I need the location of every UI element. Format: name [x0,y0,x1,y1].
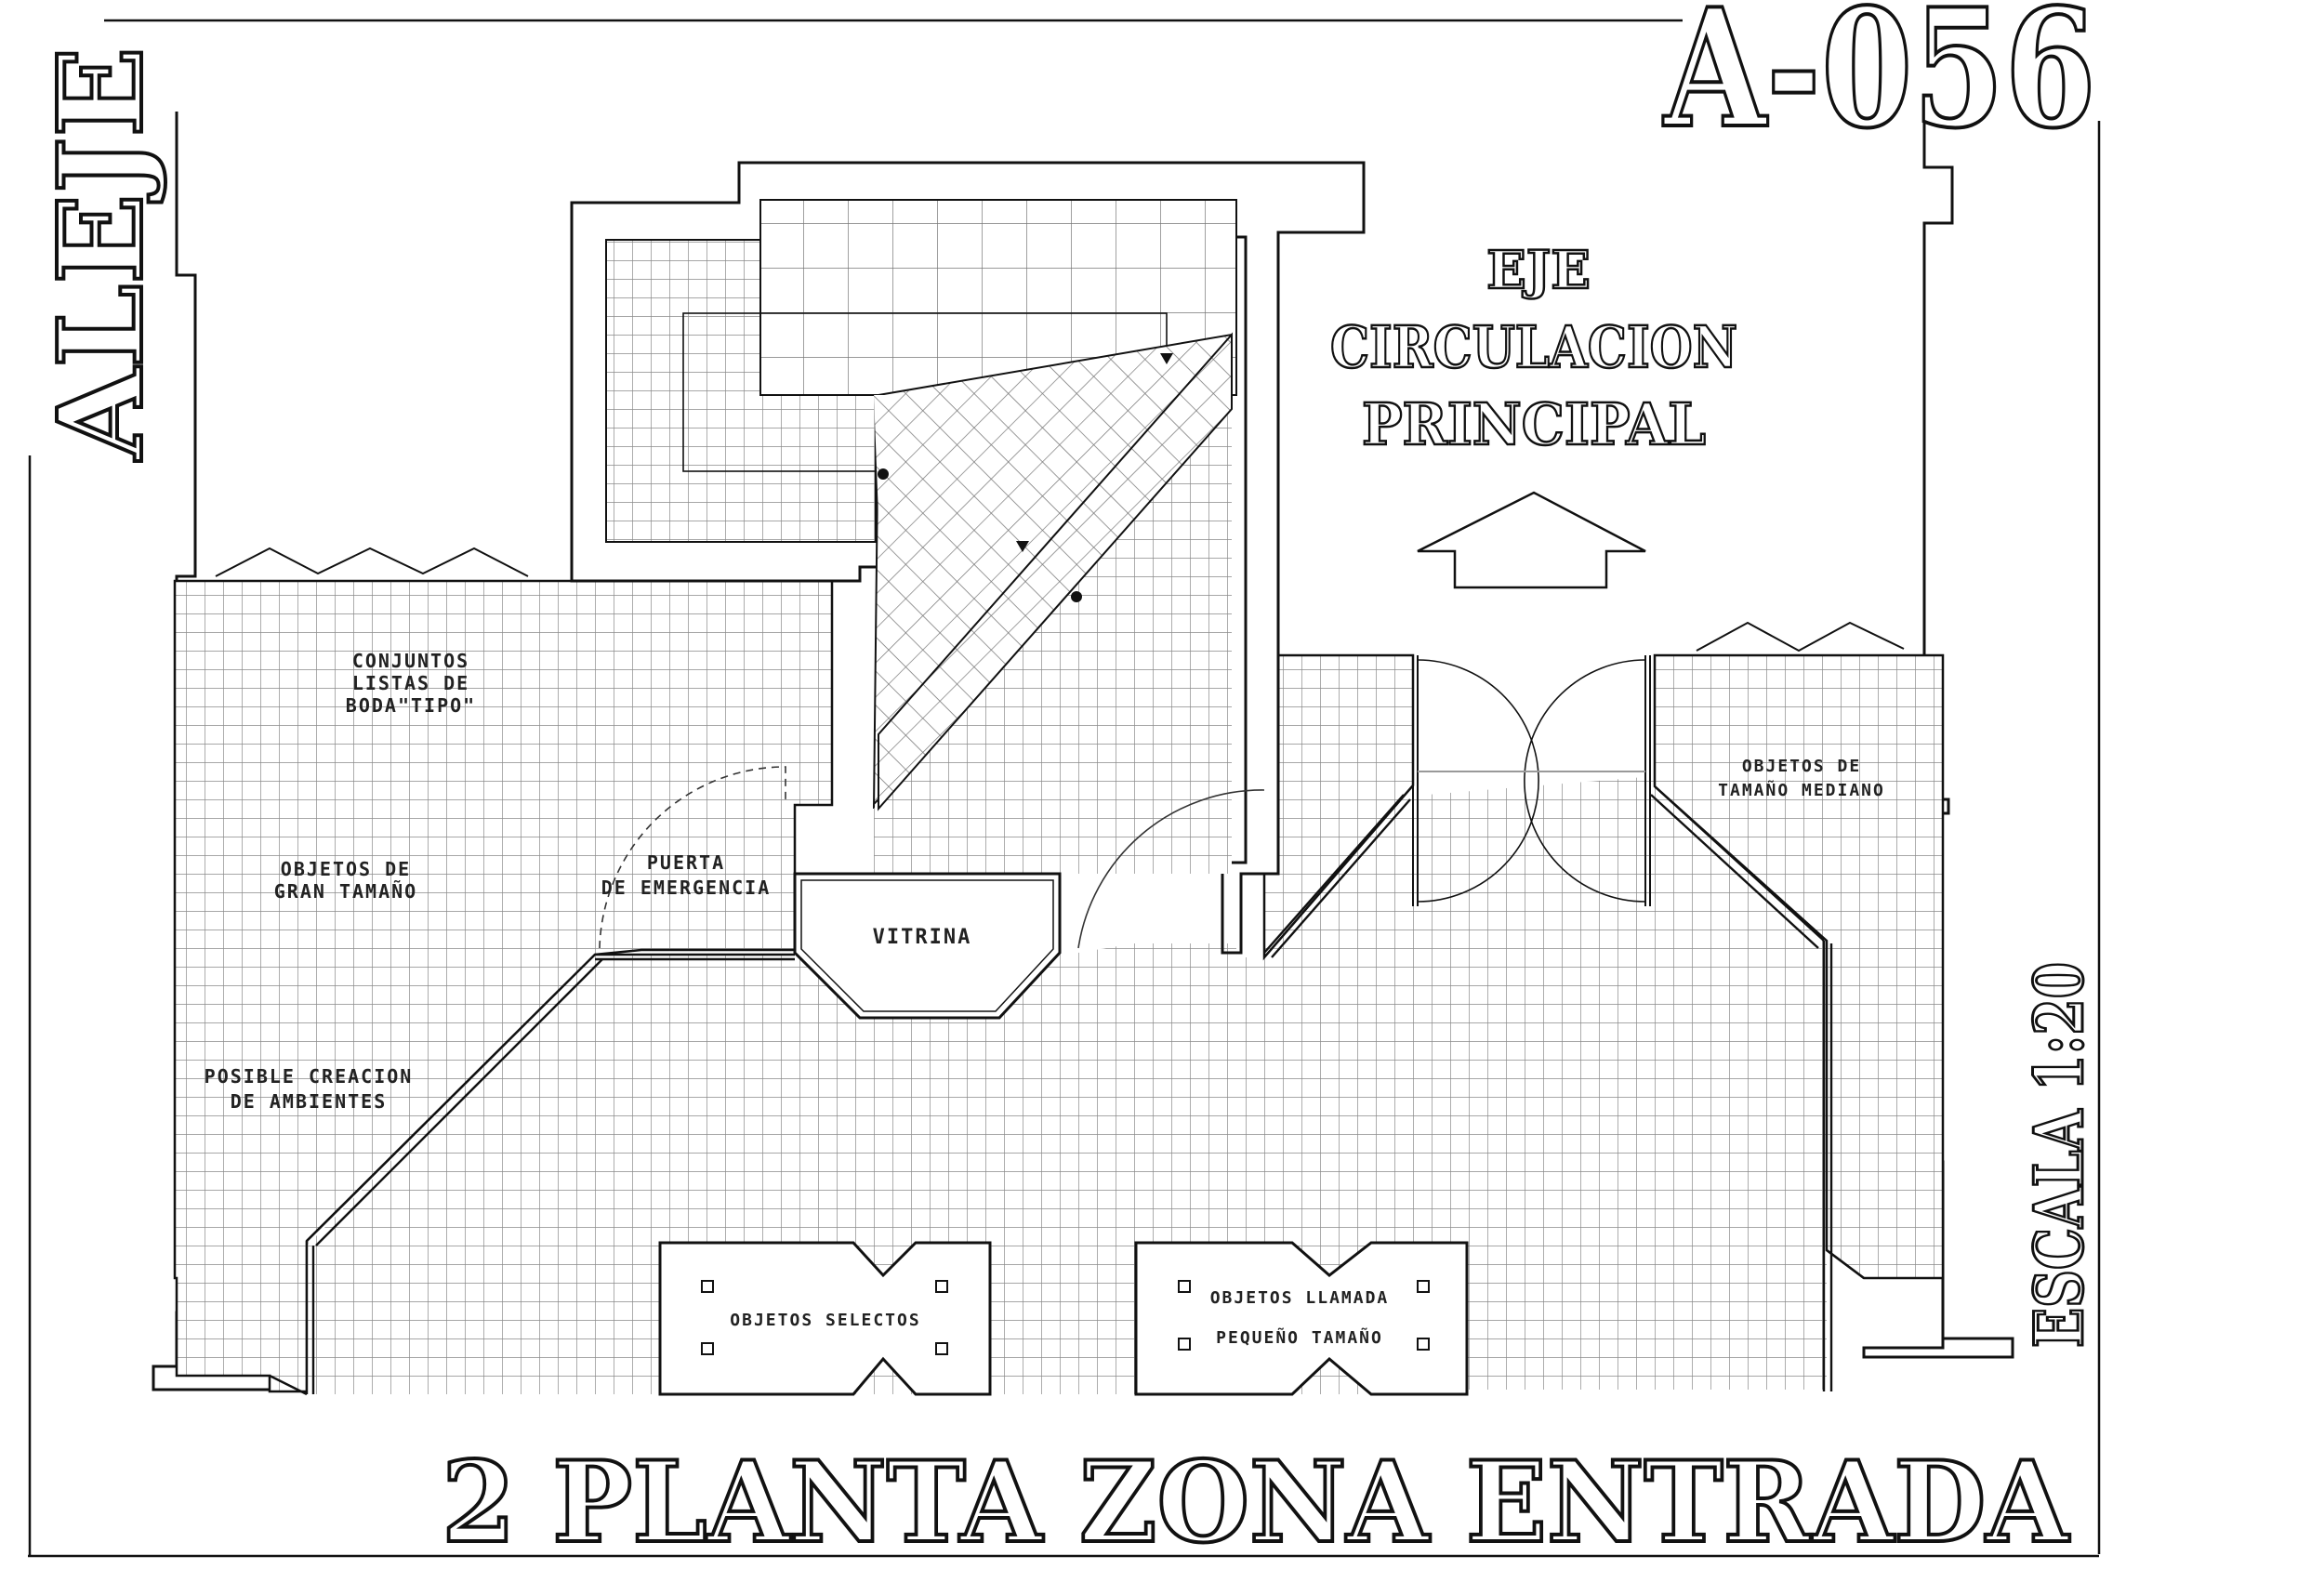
stair-diagonal-band-2 [874,395,976,516]
entrance-doors [1412,655,1651,906]
skylight-left [215,547,529,577]
partition-walls [269,785,1865,1396]
stair-diagonal-band [878,332,1233,811]
zone-conjuntos-line3: BODA"TIPO" [346,694,476,717]
zone-gran-line1: OBJETOS DE [281,858,411,880]
floor-central [307,776,1827,1394]
vitrina-showcase [793,872,1062,1020]
zone-puerta-line2: DE EMERGENCIA [601,877,772,899]
zone-conjuntos-line2: LISTAS DE [352,672,469,694]
display-table-selectos [658,1241,992,1396]
emergency-door-swing [599,766,786,949]
zone-posible-line2: DE AMBIENTES [231,1090,388,1113]
sheet-frame [28,19,2101,1558]
zone-gran-line2: GRAN TAMAÑO [274,880,417,903]
axis-label-line2: CIRCULACION [1330,313,1737,381]
zone-mediano-line2: TAMAÑO MEDIANO [1718,779,1885,800]
plan-title: 2 PLANTA ZONA ENTRADA [442,1437,2070,1568]
stair-marker [1071,591,1082,602]
scale-label: ESCALA 1:20 [2019,962,2098,1348]
circulation-arrow-icon [1417,491,1646,589]
zone-conjuntos-line1: CONJUNTOS [352,650,469,672]
vitrina-door-swing [1077,789,1265,949]
vitrina-inner [800,879,1054,1012]
axis-label-line3: PRINCIPAL [1362,390,1706,458]
display-table-llamada [1134,1241,1469,1396]
skylight-right [1696,621,1905,653]
stair-arrow-marker [1016,541,1029,552]
zone-posible-line1: POSIBLE CREACION [205,1065,414,1088]
zone-mediano-line1: OBJETOS DE [1742,757,1861,776]
brand-logo-text: ALEJE [33,46,169,461]
table-llamada-line1: OBJETOS LLAMADA [1210,1288,1390,1308]
stair-core [570,161,1366,955]
axis-label-line1: EJE [1486,240,1591,301]
stair-flight-top [759,199,1237,396]
table-selectos-label: OBJETOS SELECTOS [730,1311,920,1330]
vitrina-label: VITRINA [873,926,972,949]
table-llamada-line2: PEQUEÑO TAMAÑO [1216,1326,1383,1348]
stair-marker [878,468,889,480]
stair-arrow-marker [1160,353,1173,364]
sheet-code: A-056 [1662,0,2096,165]
zone-puerta-line1: PUERTA [647,851,725,874]
